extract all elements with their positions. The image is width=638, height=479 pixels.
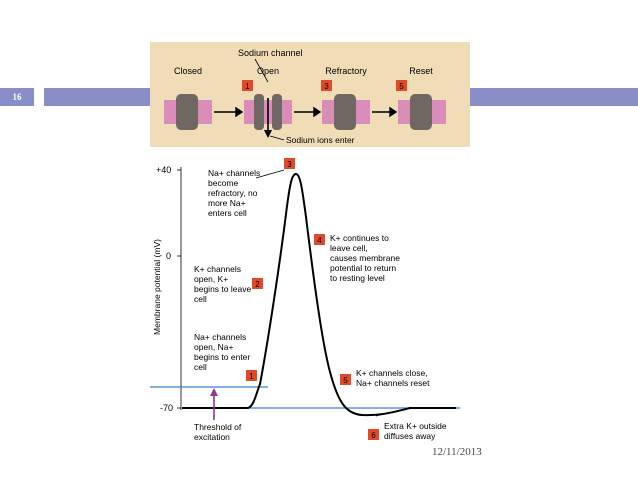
tick-label-minus70: -70	[160, 403, 173, 413]
state-badge-5-text: 5	[399, 82, 404, 91]
badge-4-text: 4	[317, 236, 322, 245]
state-closed-label: Closed	[174, 66, 202, 76]
state-open-label: Open	[257, 66, 279, 76]
membrane-refractory	[322, 94, 370, 130]
threshold-arrowhead	[210, 388, 218, 396]
header-bar-left	[44, 88, 150, 106]
slide-number: 16	[0, 88, 34, 106]
sodium-ions-pointer	[269, 135, 285, 141]
badge-1-text: 1	[249, 372, 254, 381]
state-refractory-label: Refractory	[325, 66, 367, 76]
annotation-6: Extra K+ outside diffuses away	[384, 421, 449, 441]
badge-2-text: 2	[255, 280, 260, 289]
annotation-4: K+ continues to leave cell, causes membr…	[330, 233, 402, 283]
state-badge-3-text: 3	[324, 82, 329, 91]
badge-1	[246, 370, 257, 381]
badge-4	[314, 234, 325, 245]
action-potential-figure: Sodium channel Closed Open Refractory Re…	[150, 42, 470, 442]
tick-label-0: 0	[166, 251, 171, 261]
threshold-label-line2: excitation	[194, 432, 230, 442]
state-arrows	[214, 106, 398, 118]
annotation-1: Na+ channels open, Na+ begins to enter c…	[194, 332, 253, 372]
header-bar-right	[470, 88, 638, 106]
badge-6	[368, 429, 379, 440]
y-axis-label: Membrane potential (mV)	[152, 239, 162, 335]
tick-label-plus40: +40	[156, 165, 171, 175]
slide-date: 12/11/2013	[432, 446, 482, 458]
badge-3	[284, 158, 295, 169]
annotation-5: K+ channels close, Na+ channels reset	[356, 368, 430, 388]
badge-5-text: 5	[343, 376, 348, 385]
state-reset-label: Reset	[409, 66, 433, 76]
sodium-channel-pointer	[254, 58, 269, 83]
state-badge-1	[242, 80, 253, 91]
action-potential-curve	[182, 172, 456, 417]
annotation-3-pointer	[255, 169, 285, 179]
badge-3-text: 3	[287, 160, 292, 169]
state-badge-1-text: 1	[245, 82, 250, 91]
state-badge-3	[321, 80, 332, 91]
membrane-reset	[398, 94, 446, 130]
annotation-2: K+ channels open, K+ begins to leave cel…	[194, 264, 254, 304]
annotation-3: Na+ channels become refractory, no more …	[208, 168, 263, 218]
threshold-label-line1: Threshold of	[194, 422, 242, 432]
membrane-closed	[164, 94, 212, 130]
state-badge-5	[396, 80, 407, 91]
sodium-ions-label: Sodium ions enter	[286, 135, 355, 145]
badge-5	[340, 374, 351, 385]
annotation-6-pointer	[375, 411, 393, 417]
badge-2	[252, 278, 263, 289]
sodium-channel-title: Sodium channel	[238, 48, 303, 58]
badge-6-text: 6	[371, 431, 376, 440]
sodium-entry-arrowhead	[264, 130, 272, 138]
